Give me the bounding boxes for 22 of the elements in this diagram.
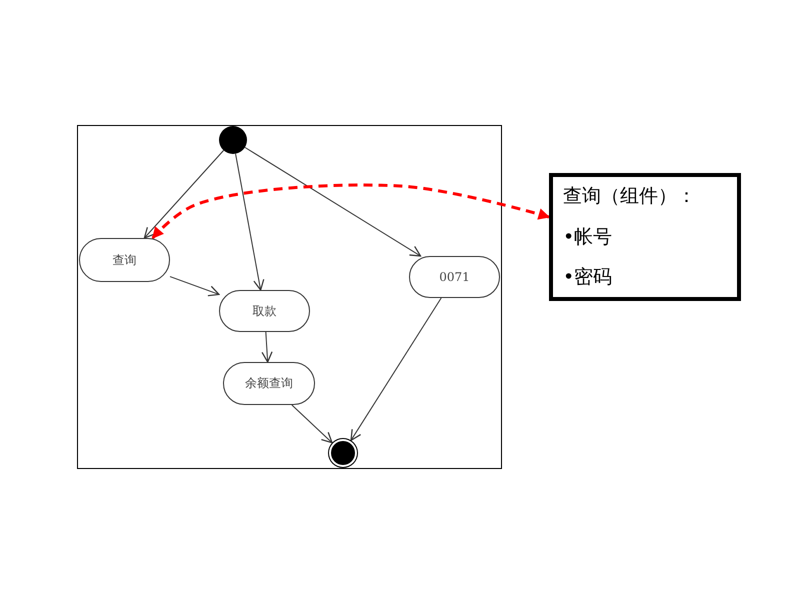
arrow bbox=[261, 332, 273, 363]
dashed-arrow bbox=[152, 184, 550, 240]
note-box bbox=[549, 173, 741, 301]
arrow bbox=[144, 150, 224, 239]
arrow bbox=[291, 404, 333, 444]
arrow bbox=[244, 146, 422, 257]
arrow bbox=[350, 298, 442, 441]
activity-box bbox=[409, 256, 500, 298]
activity-box bbox=[79, 238, 170, 282]
arrow bbox=[235, 153, 264, 291]
activity-box bbox=[219, 290, 310, 332]
list-item: •帐号 bbox=[563, 226, 612, 248]
activity-label: 取款 bbox=[252, 302, 276, 320]
note-heading: 查询（组件）： bbox=[563, 185, 696, 208]
arrow bbox=[170, 276, 220, 296]
final-state-dot bbox=[331, 441, 355, 465]
activity-label: 查询 bbox=[112, 252, 136, 268]
activity-box bbox=[223, 362, 315, 405]
list-item: •密码 bbox=[563, 266, 612, 289]
activity-label: 0071 bbox=[439, 270, 470, 284]
activity-label: 余额查询 bbox=[245, 375, 293, 392]
initial-state-dot bbox=[219, 126, 247, 154]
